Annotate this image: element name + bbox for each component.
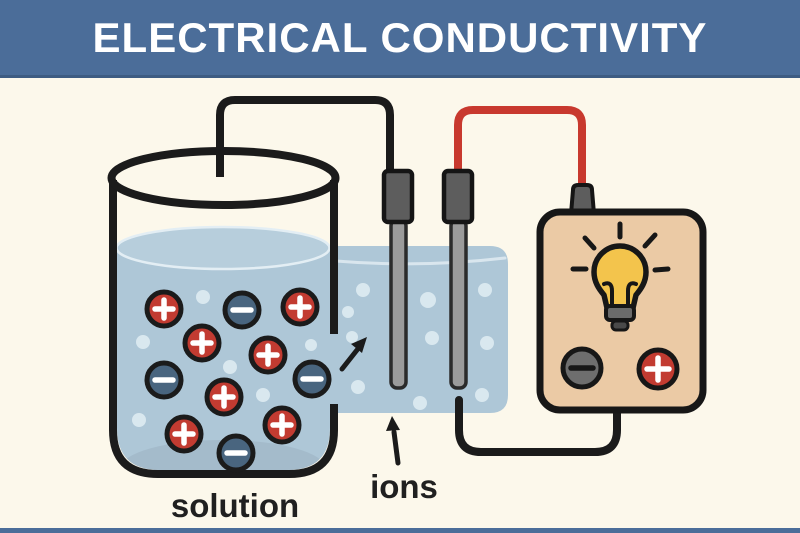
bubble <box>425 331 439 345</box>
bubble <box>480 336 494 350</box>
beaker-wall <box>109 180 338 478</box>
bottom-accent-strip <box>0 528 800 533</box>
positive-terminal-icon <box>636 347 680 391</box>
bubble <box>475 388 489 402</box>
light-bulb-icon <box>570 221 671 332</box>
bubble <box>136 335 150 349</box>
wire-red <box>454 106 586 192</box>
beaker-solution <box>117 247 330 470</box>
panel-surface-highlight <box>334 256 507 266</box>
wire-black-top <box>216 96 394 177</box>
bubble <box>413 396 427 410</box>
bubble <box>196 290 210 304</box>
bubble <box>305 339 317 351</box>
bubble <box>356 283 370 297</box>
negative-ion <box>222 290 262 330</box>
positive-ion <box>280 287 320 327</box>
electrode-left-rod <box>389 218 408 390</box>
negative-ion <box>216 433 256 473</box>
ions-layer <box>144 287 332 473</box>
battery-top-terminal <box>568 183 597 216</box>
negative-terminal-icon <box>560 346 604 390</box>
electrode-left-cap <box>381 168 415 225</box>
bubble <box>132 413 146 427</box>
title-banner: ELECTRICAL CONDUCTIVITY <box>0 0 800 78</box>
electrode-left <box>381 168 415 390</box>
bulb-base <box>604 304 636 322</box>
panel-bubbles <box>342 283 494 410</box>
bubble <box>420 292 436 308</box>
bubble <box>478 283 492 297</box>
ions-pointer-arrow-icon <box>386 416 401 466</box>
bulb-filament <box>602 281 638 308</box>
positive-ion <box>182 323 222 363</box>
solution-label: solution <box>170 487 300 524</box>
electrode-right-cap <box>441 168 475 225</box>
ions-label: ions <box>370 468 438 505</box>
bubble <box>342 306 354 318</box>
negative-ion <box>144 360 184 400</box>
positive-ion <box>164 414 204 454</box>
positive-ion <box>262 405 302 445</box>
bubble <box>346 331 358 343</box>
bubble <box>256 388 270 402</box>
positive-ion <box>248 335 288 375</box>
wall-gap-patch <box>327 334 341 404</box>
solution-surface <box>115 225 331 271</box>
bubble <box>223 360 237 374</box>
ion-movement-arrow-icon <box>339 337 367 372</box>
solution-bottom-shadow <box>121 440 325 470</box>
wire-black-bottom <box>455 396 621 456</box>
positive-ion <box>144 289 184 329</box>
bulb-rays <box>570 221 671 273</box>
negative-ion <box>292 359 332 399</box>
bubble <box>351 380 365 394</box>
electrode-right <box>441 168 475 390</box>
bulb-base-nub <box>610 319 630 332</box>
beaker-bubbles <box>132 290 317 427</box>
positive-ion <box>204 377 244 417</box>
page-title: ELECTRICAL CONDUCTIVITY <box>92 13 708 61</box>
electrode-right-rod <box>449 218 468 390</box>
